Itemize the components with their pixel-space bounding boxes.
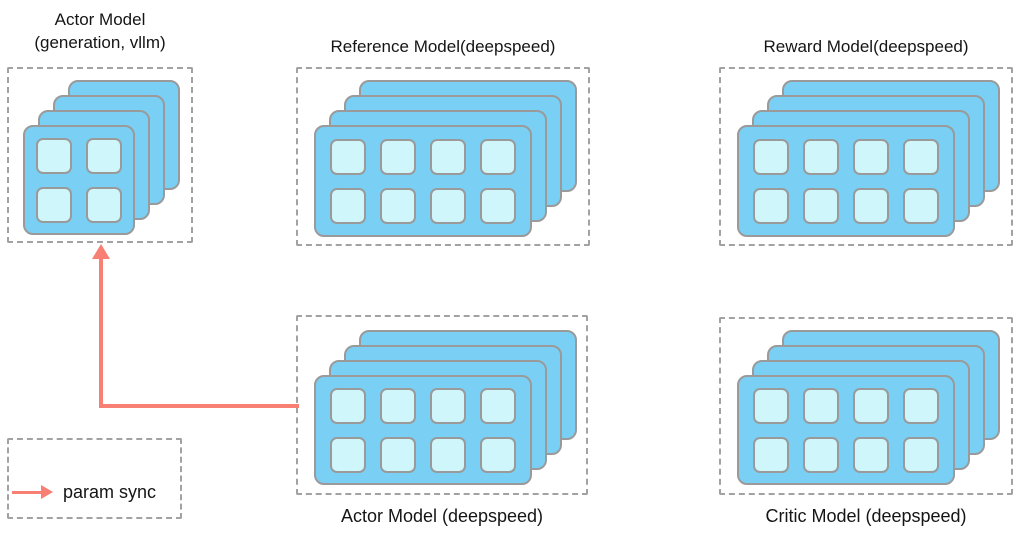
gpu-cell (480, 387, 516, 424)
gpu-cell (36, 137, 72, 174)
gpu-cell (36, 186, 72, 223)
gpu-cell (330, 436, 366, 473)
actor-vllm-title-line2: (generation, vllm) (34, 33, 166, 52)
param-sync-arrow-icon (12, 485, 53, 499)
legend-label: param sync (63, 482, 157, 502)
gpu-shard-card (314, 375, 532, 485)
gpu-shard-card (314, 125, 532, 237)
gpu-cell (803, 138, 839, 175)
gpu-cell (903, 187, 939, 224)
gpu-cell (380, 187, 416, 224)
gpu-cell (430, 436, 466, 473)
actor-deepspeed-gpu-stack (298, 317, 586, 493)
gpu-cell (853, 187, 889, 224)
actor-deepspeed-title: Actor Model (deepspeed) (340, 506, 544, 526)
reference-model-box (296, 67, 590, 246)
gpu-cell (430, 138, 466, 175)
gpu-cell (903, 436, 939, 473)
gpu-cell (803, 387, 839, 424)
critic-model-title: Critic Model (deepspeed) (765, 506, 967, 526)
gpu-cell (330, 138, 366, 175)
gpu-cell (430, 187, 466, 224)
gpu-cell (853, 138, 889, 175)
gpu-grid (739, 127, 953, 235)
gpu-cell (753, 387, 789, 424)
gpu-cell (380, 138, 416, 175)
gpu-grid (316, 127, 530, 235)
legend-entry: param sync (12, 481, 156, 503)
critic-gpu-stack (721, 319, 1011, 493)
reward-model-box (719, 67, 1013, 246)
actor-vllm-title: Actor Model (generation, vllm) (0, 8, 200, 54)
gpu-cell (753, 187, 789, 224)
gpu-cell (86, 186, 122, 223)
param-sync-arrow-vertical (99, 257, 103, 408)
gpu-cell (853, 436, 889, 473)
actor-vllm-gpu-stack (9, 69, 191, 241)
gpu-cell (753, 436, 789, 473)
gpu-cell (903, 387, 939, 424)
reference-model-title: Reference Model(deepspeed) (330, 37, 556, 56)
gpu-cell (480, 436, 516, 473)
gpu-cell (380, 436, 416, 473)
gpu-cell (753, 138, 789, 175)
gpu-cell (380, 387, 416, 424)
gpu-cell (86, 137, 122, 174)
reward-model-title: Reward Model(deepspeed) (763, 37, 969, 56)
gpu-shard-card (737, 375, 955, 485)
gpu-cell (853, 387, 889, 424)
legend-box (7, 438, 182, 519)
gpu-cell (903, 138, 939, 175)
gpu-cell (480, 138, 516, 175)
gpu-cell (803, 436, 839, 473)
actor-deepspeed-box (296, 315, 588, 495)
reference-gpu-stack (298, 69, 588, 244)
gpu-cell (330, 387, 366, 424)
param-sync-arrow-horizontal (99, 404, 299, 408)
gpu-cell (480, 187, 516, 224)
gpu-grid (316, 377, 530, 483)
param-sync-arrowhead-icon (92, 244, 110, 259)
gpu-grid (739, 377, 953, 483)
gpu-cell (803, 187, 839, 224)
reward-gpu-stack (721, 69, 1011, 244)
actor-vllm-title-line1: Actor Model (54, 10, 146, 29)
gpu-cell (430, 387, 466, 424)
gpu-shard-card (23, 125, 135, 235)
gpu-cell (330, 187, 366, 224)
gpu-shard-card (737, 125, 955, 237)
critic-model-box (719, 317, 1013, 495)
gpu-grid (25, 127, 133, 233)
actor-vllm-box (7, 67, 193, 243)
